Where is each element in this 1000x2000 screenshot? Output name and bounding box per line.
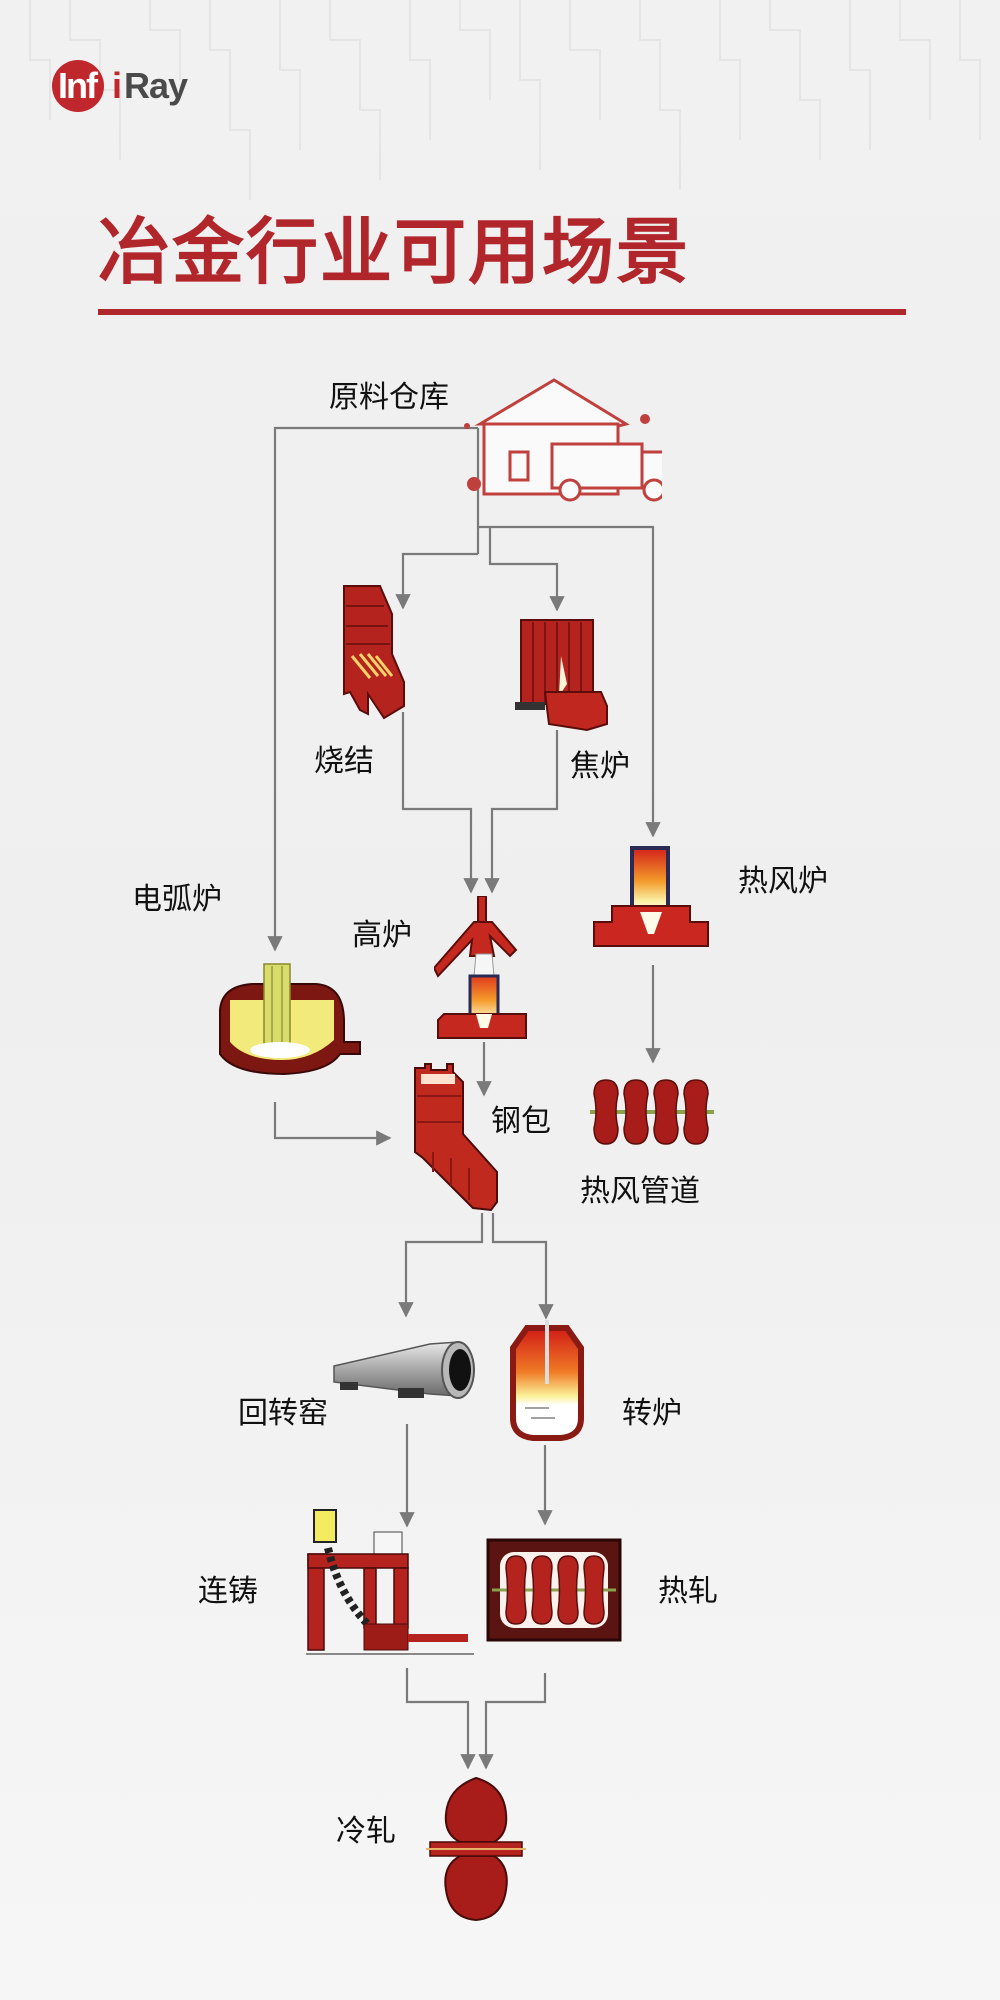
- label-rotary-kiln: 回转窑: [238, 1396, 328, 1431]
- label-coke-oven: 焦炉: [570, 749, 630, 784]
- hot-blast-stove-icon: [593, 846, 709, 947]
- label-ladle: 钢包: [491, 1104, 551, 1139]
- title-underline: [98, 309, 906, 315]
- logo-i-text: i: [112, 65, 123, 106]
- label-electric-arc-furnace: 电弧炉: [132, 882, 222, 917]
- warehouse-truck-icon: [464, 378, 662, 502]
- label-hot-blast-stove: 热风炉: [738, 864, 828, 899]
- label-blast-furnace: 高炉: [352, 918, 412, 953]
- sintering-machine-icon: [343, 585, 405, 720]
- logo-inf-text: Inf: [58, 65, 98, 106]
- infiray-logo: Inf i Ray: [52, 58, 192, 112]
- label-converter: 转炉: [622, 1396, 682, 1431]
- label-hot-air-duct: 热风管道: [580, 1174, 700, 1209]
- electric-arc-furnace-icon: [219, 963, 361, 1076]
- edge-hotroll-coldroll: [478, 1673, 547, 1770]
- ladle-icon: [414, 1063, 498, 1212]
- edge-warehouse-eaf: [267, 426, 478, 952]
- rotary-kiln-icon: [333, 1341, 475, 1399]
- label-cold-rolling: 冷轧: [336, 1814, 396, 1849]
- label-sintering: 烧结: [314, 744, 374, 779]
- blast-furnace-icon: [434, 896, 527, 1039]
- edge-ladle-converter: [491, 1213, 554, 1320]
- edge-warehouse-stove: [478, 525, 661, 838]
- edge-ladle-kiln: [398, 1213, 484, 1318]
- hot-air-duct-icon: [590, 1079, 714, 1145]
- coke-oven-icon: [515, 619, 608, 732]
- edge-warehouse-sintering: [395, 552, 478, 610]
- decor-dot: [640, 414, 650, 424]
- cold-rolling-icon: [426, 1776, 526, 1922]
- edge-casting-coldroll: [405, 1668, 476, 1770]
- label-warehouse: 原料仓库: [329, 380, 449, 415]
- edge-coke-bf: [484, 730, 559, 894]
- circuit-background: [29, 0, 981, 200]
- edge-sintering-bf: [401, 712, 479, 894]
- logo-circle: [52, 60, 104, 112]
- edge-eaf-ladle: [273, 1102, 392, 1146]
- logo-ray-text: Ray: [124, 65, 188, 106]
- label-continuous-casting: 连铸: [198, 1574, 258, 1609]
- converter-icon: [510, 1320, 584, 1441]
- continuous-casting-icon: [306, 1509, 474, 1655]
- page-title: 冶金行业可用场景: [98, 210, 691, 294]
- label-hot-rolling: 热轧: [658, 1574, 718, 1609]
- edge-warehouse-coke: [488, 527, 565, 612]
- hot-rolling-icon: [486, 1538, 622, 1642]
